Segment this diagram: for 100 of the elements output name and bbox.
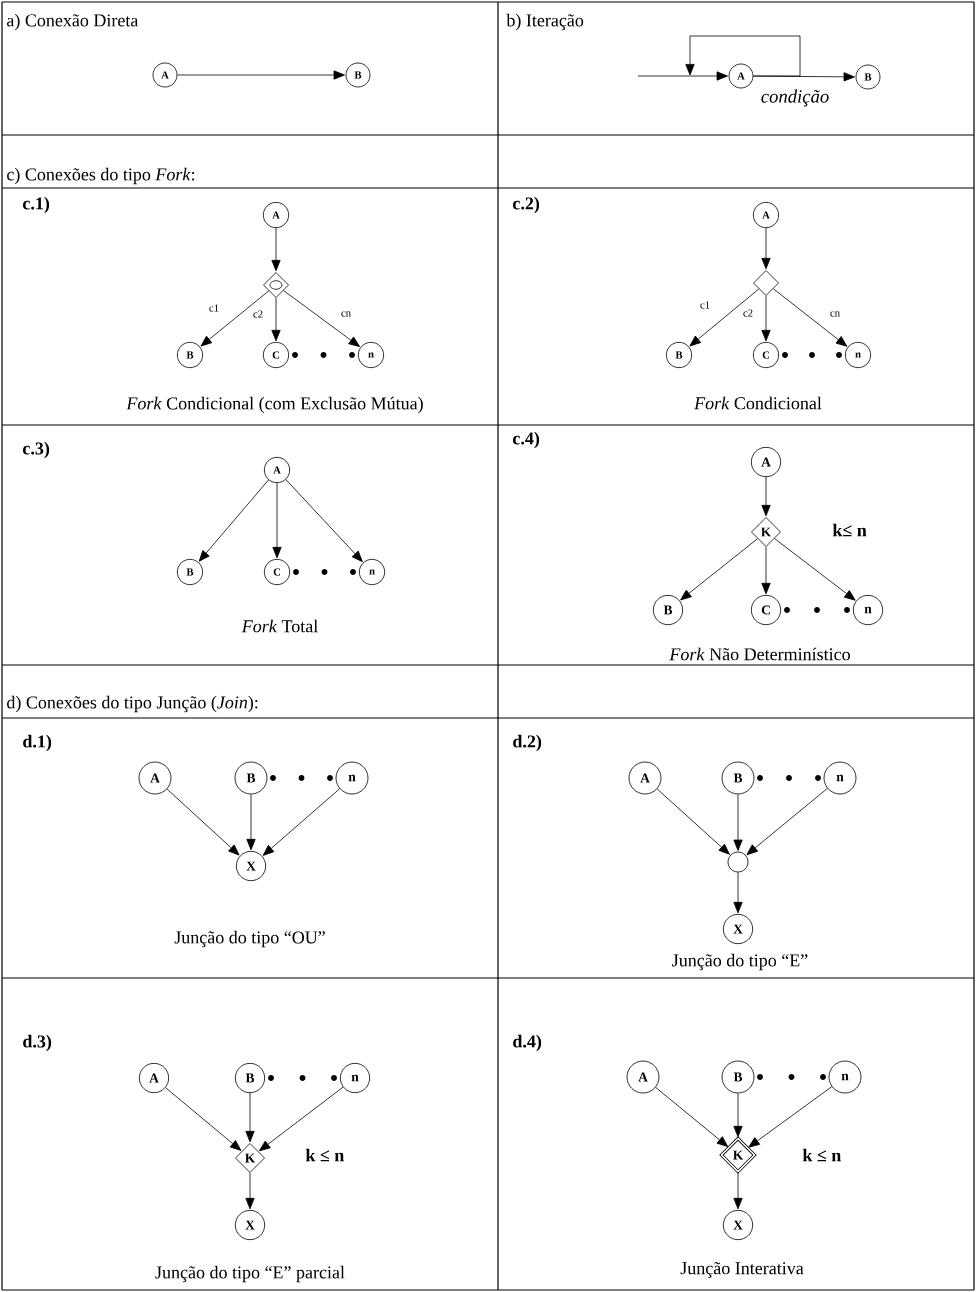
circle-node: B: [855, 64, 881, 90]
arrow: [655, 1087, 729, 1147]
caption: Junção do tipo “OU”: [174, 930, 325, 948]
arrow: [761, 546, 771, 595]
circle-node: B: [665, 341, 693, 369]
arrow: [245, 1172, 255, 1210]
arrow: [198, 479, 269, 562]
circle-node: n: [358, 558, 386, 586]
panel-label: d.3): [23, 1034, 52, 1052]
circle-node: C: [752, 341, 780, 369]
circle-node: n: [823, 761, 857, 795]
arrow: [262, 788, 341, 856]
section-heading: d) Conexões do tipo Junção (Join):: [7, 695, 258, 713]
circle-node: A: [728, 63, 754, 89]
circle-node: B: [176, 558, 204, 586]
panel-label: c.2): [513, 196, 540, 214]
arrow: [637, 71, 728, 81]
caption: Fork Total: [241, 619, 318, 633]
arrow: [272, 482, 282, 559]
decision-diamond: [263, 272, 289, 298]
arrow: [200, 290, 270, 347]
arrow: [259, 1086, 344, 1152]
arrow: [772, 288, 848, 347]
arrow: [680, 538, 758, 601]
arrow: [246, 794, 256, 851]
edge-label: c1: [207, 303, 221, 313]
condition-label: k≤ n: [832, 523, 867, 537]
circle-node: X: [234, 1209, 266, 1241]
circle-node: B: [234, 761, 268, 795]
circle-node: n: [357, 341, 385, 369]
arrow: [761, 476, 771, 517]
arrow: [285, 479, 363, 563]
panel-label: c.3): [23, 441, 50, 459]
arrow: [746, 788, 828, 856]
panel-label: c.1): [23, 196, 50, 214]
circle-node: A: [138, 761, 172, 795]
circle-node: C: [262, 341, 290, 369]
caption: Fork Condicional: [694, 396, 822, 410]
arrow: [166, 788, 240, 856]
arrow: [685, 35, 801, 77]
section-heading: b) Iteração: [506, 13, 584, 31]
arrow: [761, 295, 771, 342]
section-heading: c) Conexões do tipo Fork:: [7, 167, 195, 185]
arrow: [733, 794, 743, 851]
arrow: [761, 227, 771, 270]
condition-label: k ≤ n: [305, 1148, 345, 1162]
arrow: [733, 1171, 743, 1210]
edge-label: c1: [698, 300, 712, 310]
circle-node: X: [722, 913, 754, 945]
circle-node: A: [152, 62, 178, 88]
panel-label: d.4): [513, 1034, 542, 1052]
arrow: [733, 1093, 743, 1138]
arrow: [283, 290, 360, 347]
circle-node: B: [721, 761, 755, 795]
circle-node: A: [752, 201, 780, 229]
circle-node: n: [339, 1062, 371, 1094]
section-heading: a) Conexão Direta: [7, 13, 139, 31]
circle-node: n: [844, 341, 872, 369]
circle-node: A: [138, 1062, 170, 1094]
arrow: [656, 788, 730, 855]
circle-node: A: [750, 446, 782, 478]
circle-node: n: [852, 594, 884, 626]
caption: Fork Não Determinístico: [669, 647, 850, 661]
arrow: [774, 538, 856, 601]
edge-label: c2: [251, 309, 265, 319]
arrow: [177, 70, 345, 80]
edge-label: c2: [741, 308, 755, 318]
circle-node: B: [721, 1060, 755, 1094]
circle-node: A: [263, 456, 291, 484]
arrow: [748, 1086, 833, 1148]
caption: Junção do tipo “E”: [672, 953, 808, 971]
arrow: [733, 872, 743, 914]
circle-node: B: [652, 594, 684, 626]
circle-node: A: [262, 201, 290, 229]
condition-label: k ≤ n: [802, 1148, 842, 1162]
circle-node: B: [234, 1062, 266, 1094]
arrow: [271, 297, 281, 342]
decision-diamond: [753, 270, 779, 296]
junction-circle: [727, 851, 749, 873]
edge-label: cn: [828, 310, 842, 318]
circle-node: n: [335, 761, 369, 795]
circle-node: A: [626, 1060, 660, 1094]
circle-node: C: [750, 594, 782, 626]
panel-label: d.2): [513, 734, 542, 752]
edge-label: condição: [759, 88, 831, 108]
circle-node: C: [263, 558, 291, 586]
circle-node: n: [828, 1060, 862, 1094]
panel-label: d.1): [23, 734, 52, 752]
panel-label: c.4): [513, 431, 540, 449]
arrow: [271, 227, 281, 272]
circle-node: X: [235, 850, 267, 882]
arrow: [689, 288, 760, 347]
edge-label: cn: [339, 310, 353, 318]
caption: Junção do tipo “E” parcial: [155, 1265, 345, 1283]
circle-node: B: [345, 62, 371, 88]
caption: Junção Interativa: [680, 1262, 804, 1278]
circle-node: X: [722, 1209, 754, 1241]
arrow: [165, 1087, 242, 1151]
arrow: [245, 1092, 255, 1143]
caption: Fork Condicional (com Exclusão Mútua): [126, 396, 423, 414]
